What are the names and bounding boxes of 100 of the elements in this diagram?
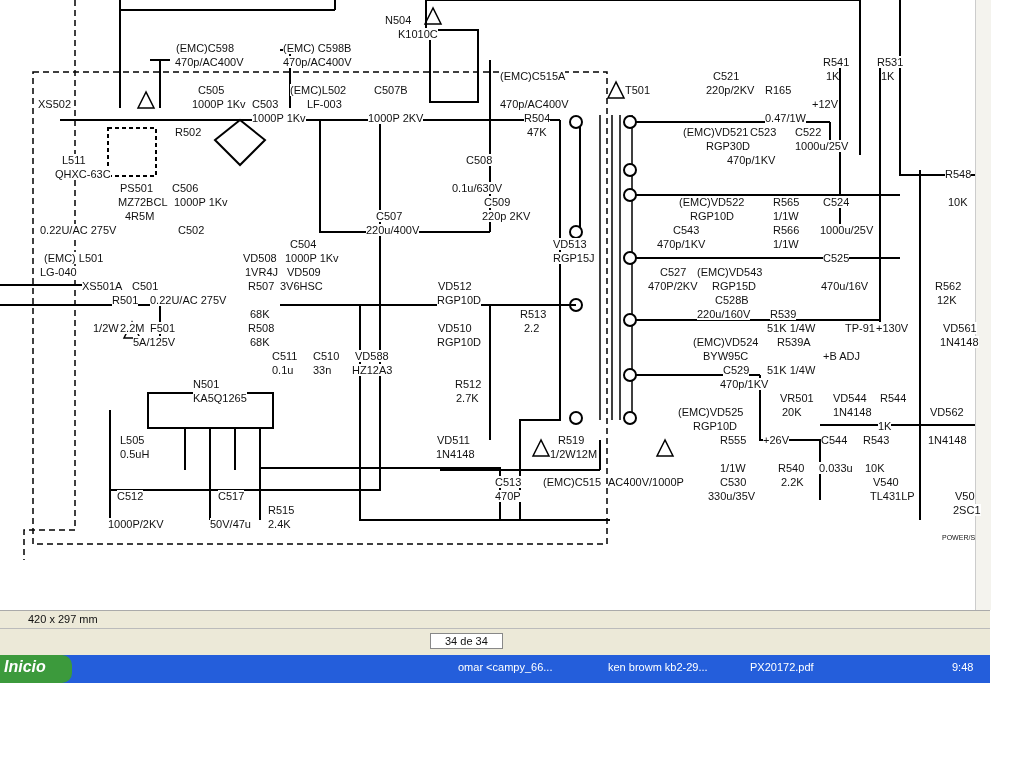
component-label: C528B: [715, 294, 749, 306]
component-label: 220p/2KV: [706, 84, 755, 96]
component-label: R541: [823, 56, 850, 68]
component-label: 2.2K: [781, 476, 804, 488]
component-label: 1N4148: [833, 406, 872, 418]
component-label: 1000P 2KV: [368, 112, 424, 124]
component-label: PS501: [120, 182, 154, 194]
component-label: C509: [484, 196, 511, 208]
component-label: (EMC)VD543: [697, 266, 763, 278]
component-label: C505: [198, 84, 225, 96]
component-label: 220u/400V: [366, 224, 420, 236]
component-label: C525: [823, 252, 850, 264]
component-label: R531: [877, 56, 904, 68]
component-label: LG-040: [40, 266, 77, 278]
component-label: (EMC)VD521: [683, 126, 749, 138]
component-label: C501: [132, 280, 159, 292]
component-label: RGP15D: [712, 280, 757, 292]
component-label: 220u/160V: [697, 308, 751, 320]
component-label: AC400V/1000P: [608, 476, 684, 488]
component-label: 68K: [250, 308, 270, 320]
component-label: C530: [720, 476, 747, 488]
component-label: 1000P 1Kv: [285, 252, 339, 264]
component-label: V50: [955, 490, 975, 502]
component-label: 1K: [878, 420, 892, 432]
component-label: C521: [713, 70, 740, 82]
component-label: 0.1u: [272, 364, 294, 376]
component-label: C503: [252, 98, 279, 110]
component-label: 1N4148: [928, 434, 967, 446]
component-label: 47K: [527, 126, 547, 138]
component-label: KA5Q1265: [193, 392, 247, 404]
component-label: (EMC)C515: [543, 476, 602, 488]
component-label: 1000P 1Kv: [192, 98, 246, 110]
component-label: TL431LP: [870, 490, 915, 502]
component-label: 1/2W: [93, 322, 119, 334]
component-label: VD510: [438, 322, 472, 334]
component-label: 0.1u/630V: [452, 182, 503, 194]
component-label: R507: [248, 280, 275, 292]
component-label: C506: [172, 182, 199, 194]
component-label: 3V6HSC: [280, 280, 323, 292]
component-label: 1K: [881, 70, 895, 82]
component-label: 51K 1/4W: [767, 322, 816, 334]
component-label: R555: [720, 434, 747, 446]
component-label: 50V/47u: [210, 518, 251, 530]
component-label: R501: [112, 294, 139, 306]
component-label: C522: [795, 126, 822, 138]
component-label: 1K: [826, 70, 840, 82]
component-label: 2.7K: [456, 392, 479, 404]
component-label: R539: [770, 308, 797, 320]
component-label: (EMC)C515A: [500, 70, 566, 82]
component-label: R566: [773, 224, 800, 236]
component-label: VD588: [355, 350, 389, 362]
component-label: VD562: [930, 406, 964, 418]
component-label: 33n: [313, 364, 332, 376]
component-label: (EMC) C598B: [283, 42, 352, 54]
component-label: RGP10D: [437, 336, 482, 348]
component-label: 4R5M: [125, 210, 155, 222]
component-label: 1/1W: [720, 462, 746, 474]
component-label: 1000u/25V: [795, 140, 849, 152]
component-label: 1000P 1Kv: [174, 196, 228, 208]
component-label: (EMC)VD525: [678, 406, 744, 418]
component-label: C512: [117, 490, 144, 502]
component-label: 5A/125V: [133, 336, 176, 348]
component-label: C529: [723, 364, 750, 376]
component-label: 470p/1KV: [657, 238, 706, 250]
component-label: 1000P 1Kv: [252, 112, 306, 124]
component-label: 2.4K: [268, 518, 291, 530]
component-label: 470p/1KV: [720, 378, 769, 390]
component-label: 470P/2KV: [648, 280, 698, 292]
component-label: (EMC)VD522: [679, 196, 745, 208]
component-label: TP-91: [845, 322, 875, 334]
component-label: C507: [376, 210, 403, 222]
component-label: N504: [385, 14, 412, 26]
component-label: R519: [558, 434, 585, 446]
component-label: VD509: [287, 266, 321, 278]
component-label: T501: [625, 84, 651, 96]
component-label: VD513: [553, 238, 587, 250]
component-label: 470p/1KV: [727, 154, 776, 166]
component-label: R515: [268, 504, 295, 516]
component-label: C508: [466, 154, 493, 166]
component-label: RGP10D: [690, 210, 735, 222]
start-button: Inicio: [4, 661, 46, 673]
component-label: RGP10D: [693, 420, 738, 432]
component-label: HZ12A3: [352, 364, 393, 376]
component-label: R543: [863, 434, 890, 446]
component-label: 470p/AC400V: [175, 56, 244, 68]
component-label: R548: [945, 168, 972, 180]
component-label: 1N4148: [436, 448, 475, 460]
page-number-field: 34 de 34: [430, 633, 503, 649]
component-label: L511: [62, 154, 86, 166]
component-label: 470u/16V: [821, 280, 869, 292]
component-label: XS502: [38, 98, 72, 110]
component-label: R165: [765, 84, 792, 96]
component-label: 470P: [495, 490, 521, 502]
component-label: C502: [178, 224, 205, 236]
component-label: K1010C: [398, 28, 438, 40]
component-label: R562: [935, 280, 962, 292]
component-label: MZ72BCL: [118, 196, 168, 208]
component-label: VD512: [438, 280, 472, 292]
component-label: RGP30D: [706, 140, 751, 152]
page-size-text: 420 x 297 mm: [28, 613, 98, 625]
